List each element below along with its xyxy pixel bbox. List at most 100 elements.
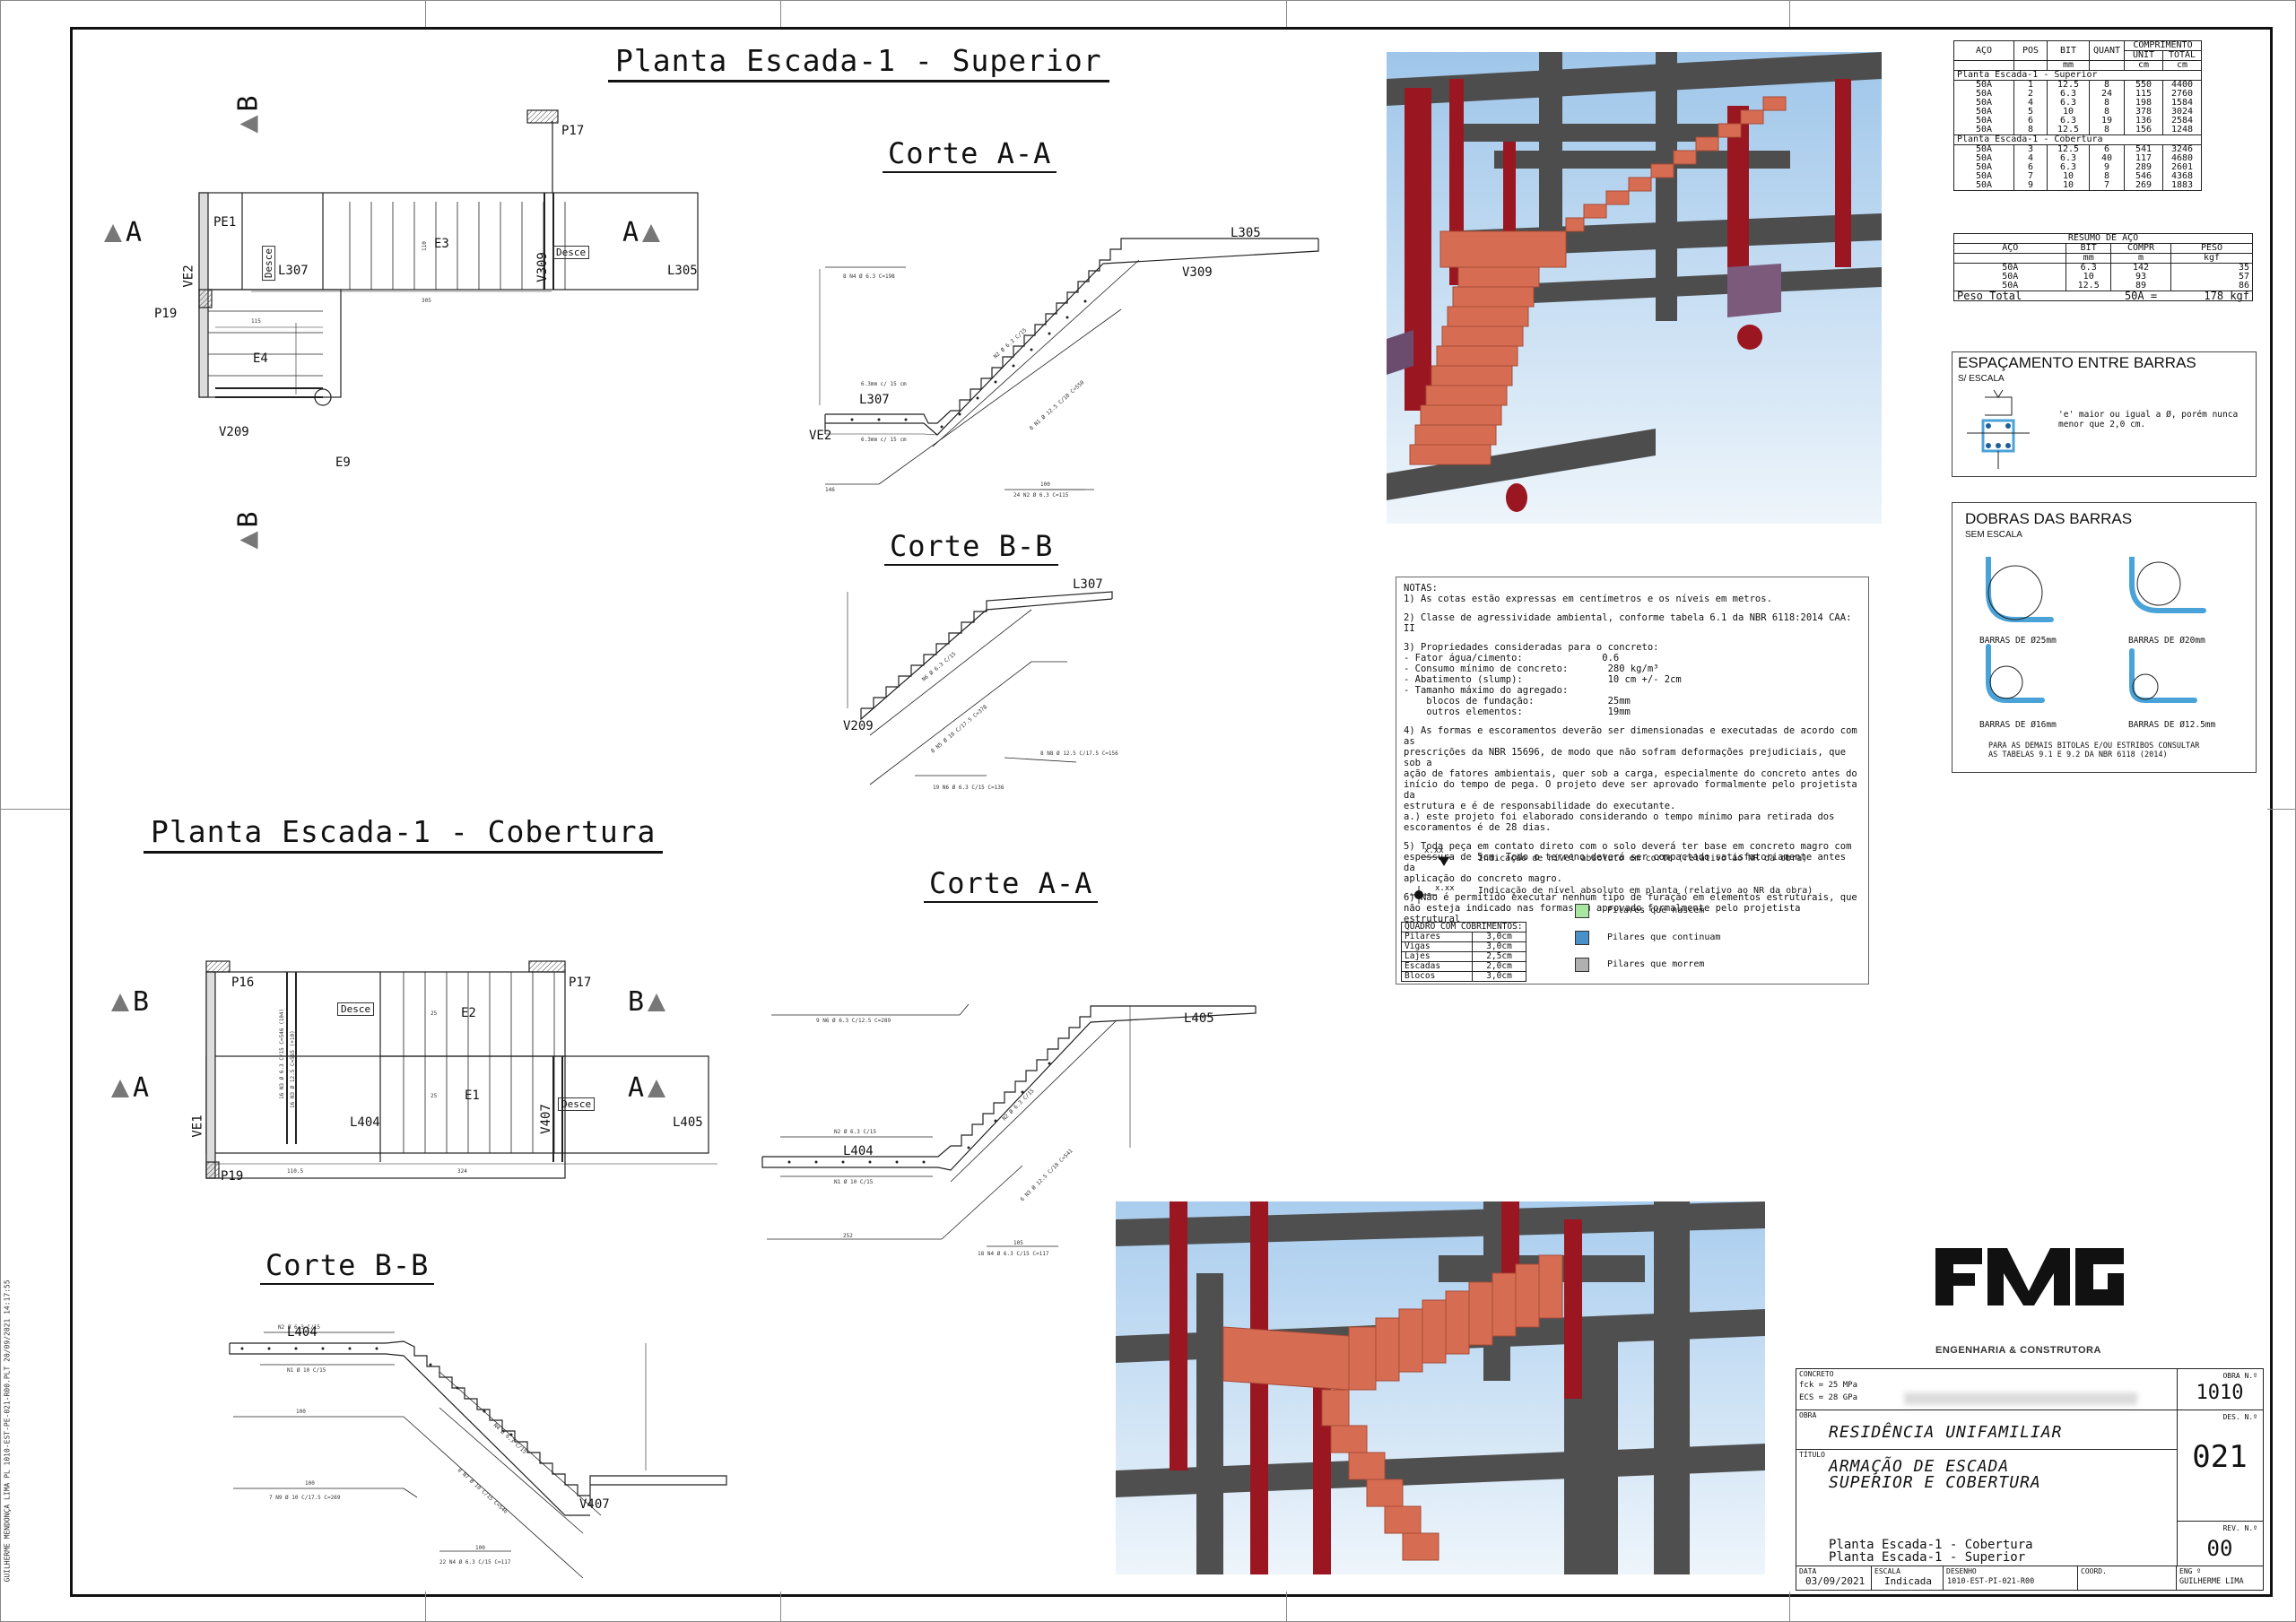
corte-label: L404 (843, 1144, 874, 1158)
plan-label: E9 (335, 455, 351, 470)
bend-caption: BARRAS DE Ø25mm (1979, 636, 2057, 646)
svg-text:6.3mm c/ 15 cm: 6.3mm c/ 15 cm (861, 437, 907, 443)
corte-aa2-drawing: 9 N6 Ø 6.3 C/12.5 C=289 N2 Ø 6.3 C/15 N1… (761, 1003, 1257, 1257)
plan-label: P17 (561, 124, 585, 138)
col-header: AÇO (1952, 243, 2067, 254)
drawing-frame (70, 27, 2273, 1597)
fck-value: fck = 25 MPa (1799, 1381, 1858, 1390)
legend-label: Pilares que nascem (1607, 906, 1705, 915)
spacing-title: ESPAÇAMENTO ENTRE BARRAS (1958, 354, 2196, 371)
note-item: 4) As formas e escoramentos deverão ser … (1404, 725, 1857, 833)
section-arrow-icon (239, 531, 258, 550)
svg-text:8 N1 Ø 12.5 C/18 C=550: 8 N1 Ø 12.5 C/18 C=550 (1029, 379, 1086, 432)
summary-total-row: Peso Total 50A = 178 kgf (1952, 291, 2253, 301)
section-mark-a: A (104, 217, 142, 248)
notes-heading: NOTAS: (1404, 583, 1438, 594)
svg-text:8 N7 Ø 10 C/15 C=546: 8 N7 Ø 10 C/15 C=546 (457, 1467, 509, 1515)
svg-text:8 N4 Ø 6.3 C=198: 8 N4 Ø 6.3 C=198 (843, 273, 895, 280)
svg-text:N2 Ø 6.3 C/15: N2 Ø 6.3 C/15 (993, 327, 1029, 360)
section-arrow-icon (104, 223, 122, 242)
section-arrow-icon (642, 223, 661, 242)
plan-label: L305 (667, 264, 698, 278)
desce-arrow: Desce (262, 245, 276, 282)
title-block: CONCRETO fck = 25 MPa ECS = 28 GPa OBRA … (1796, 1368, 2264, 1591)
corte-label: V209 (843, 719, 874, 733)
bend-diagrams-icon (1986, 557, 2206, 703)
unit: m (2109, 253, 2172, 264)
unit: cm (2124, 60, 2163, 71)
plan-label: P16 (231, 976, 255, 990)
rev-label: REV. N.º (2222, 1524, 2257, 1532)
col-header: PESO (2170, 243, 2253, 254)
svg-text:7 N9 Ø 10 C/17.5 C=269: 7 N9 Ø 10 C/17.5 C=269 (269, 1495, 341, 1501)
svg-text:6 N3 Ø 12.5 C/18 C=541: 6 N3 Ø 12.5 C/18 C=541 (1019, 1148, 1074, 1202)
grid-tick (780, 1592, 781, 1622)
col-header: QUANT (2089, 40, 2125, 61)
plan-label: E4 (253, 351, 268, 366)
svg-text:146: 146 (825, 487, 835, 493)
bends-footer: PARA AS DEMAIS BITOLAS E/OU ESTRIBOS CON… (1988, 742, 2200, 759)
svg-text:105: 105 (1013, 1240, 1023, 1246)
bends-title: DOBRAS DAS BARRAS (1965, 510, 2133, 527)
svg-text:110.5: 110.5 (287, 1168, 303, 1175)
group-name: Planta Escada-1 - Cobertura (1953, 134, 2202, 145)
desenho-label: DESENHO (1946, 1567, 1977, 1575)
des-n-label: DES. N.º (2222, 1413, 2257, 1421)
corte-label: L404 (287, 1325, 317, 1340)
titulo-line-1: ARMAÇÃO DE ESCADA (1829, 1457, 2010, 1476)
plan-cobertura-drawing: 16 N3 Ø 6.3 C/15 C=546 (104) 16 N3 Ø 12.… (205, 960, 718, 1179)
section-mark-b: B (628, 986, 666, 1018)
svg-text:N2 Ø 6.3 C/15: N2 Ø 6.3 C/15 (834, 1129, 876, 1135)
svg-text:8 N8 Ø 12.5 C/17.5 C=156: 8 N8 Ø 12.5 C/17.5 C=156 (1040, 750, 1118, 757)
eng-label: ENG º (2179, 1567, 2202, 1575)
concreto-label: CONCRETO (1799, 1370, 1834, 1378)
section-mark-b: B (233, 511, 265, 550)
bend-caption: BARRAS DE Ø20mm (2128, 636, 2205, 646)
plan-cobertura-title: Planta Escada-1 - Cobertura (144, 814, 664, 854)
svg-text:N2 Ø 6.3 C/15: N2 Ø 6.3 C/15 (1001, 1088, 1035, 1122)
plan-label: L307 (278, 264, 309, 278)
unit: mm (2066, 253, 2111, 264)
escala-label: ESCALA (1874, 1567, 1900, 1575)
plan-label: E3 (434, 237, 449, 251)
svg-text:N4 Ø 6.3 C/15: N4 Ø 6.3 C/15 (492, 1422, 528, 1455)
level-cut-icon (1421, 856, 1453, 866)
unit: cm (2162, 60, 2202, 71)
svg-text:8 N5 Ø 10 C/17.5 C=378: 8 N5 Ø 10 C/17.5 C=378 (930, 704, 989, 755)
summary-table: RESUMO DE AÇO AÇO BIT COMPR PESO mm m kg… (1952, 233, 2253, 301)
svg-text:100: 100 (305, 1480, 315, 1487)
svg-text:324: 324 (457, 1168, 467, 1175)
level-symbol: x.xx (1435, 884, 1455, 893)
svg-text:6.3mm c/ 15 cm: 6.3mm c/ 15 cm (861, 381, 907, 387)
svg-text:N1 Ø 10 C/15: N1 Ø 10 C/15 (287, 1367, 326, 1374)
svg-text:18 N4 Ø 6.3 C/15 C=117: 18 N4 Ø 6.3 C/15 C=117 (978, 1251, 1049, 1257)
plan-ref-2: Planta Escada-1 - Superior (1829, 1550, 2026, 1565)
client-redacted (1904, 1392, 2137, 1405)
svg-text:100: 100 (475, 1545, 485, 1551)
col-header: COMPRIMENTO (2124, 40, 2202, 51)
note-item: 1) As cotas estão expressas em centímetr… (1404, 594, 1772, 604)
legend-swatch (1575, 958, 1589, 972)
corte-bb-title: Corte B-B (260, 1248, 435, 1285)
notes-panel: NOTAS: 1) As cotas estão expressas em ce… (1396, 577, 1869, 984)
section-arrow-icon (111, 993, 129, 1011)
legend-swatch (1575, 904, 1589, 918)
level-plan-icon (1410, 886, 1437, 904)
steel-table: AÇO POS BIT QUANT COMPRIMENTO UNIT TOTAL… (1953, 40, 2202, 191)
plan-label: VE1 (190, 1115, 205, 1138)
plan-label: P17 (569, 976, 592, 990)
corte-aa-drawing: 8 N4 Ø 6.3 C=198 6.3mm c/ 15 cm 6.3mm c/… (819, 238, 1319, 499)
desce-arrow: Desce (558, 1097, 596, 1111)
corte-label: L307 (859, 393, 890, 407)
plan-label: V309 (535, 252, 550, 282)
legend-swatch (1575, 931, 1589, 945)
corte-bb-drawing: N6 Ø 6.3 C/15 8 N5 Ø 10 C/17.5 C=378 19 … (847, 591, 1118, 791)
